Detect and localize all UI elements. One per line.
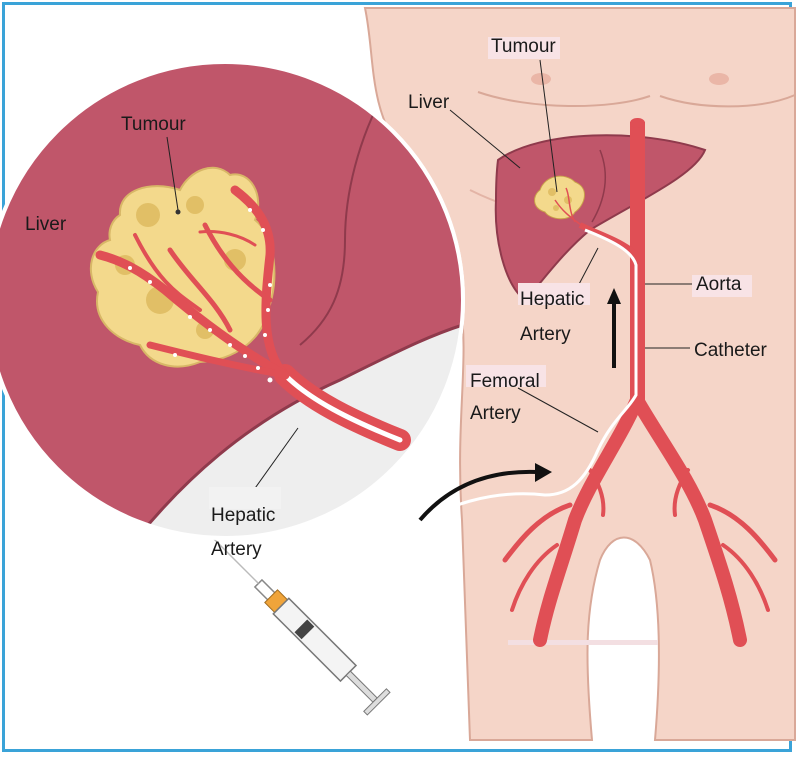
nipple-right [709, 73, 729, 85]
zoom-hepatic-label-1: Hepatic [211, 505, 275, 526]
body-hepatic-label-1: Hepatic [520, 289, 584, 310]
zoom-liver-label: Liver [25, 214, 67, 235]
catheter-label: Catheter [694, 340, 768, 361]
body-liver-label: Liver [408, 92, 450, 113]
femoral-label-2: Artery [470, 403, 521, 424]
tumour-point [176, 210, 181, 215]
nipple-left [531, 73, 551, 85]
femoral-label-1: Femoral [470, 371, 540, 392]
zoom-hepatic-label-2: Artery [211, 539, 262, 560]
zoom-tumour-label: Tumour [121, 114, 186, 135]
body-hepatic-label-2: Artery [520, 324, 571, 345]
aorta-label: Aorta [696, 274, 742, 295]
hip-line [508, 640, 658, 645]
body-tumour-label: Tumour [491, 36, 556, 57]
